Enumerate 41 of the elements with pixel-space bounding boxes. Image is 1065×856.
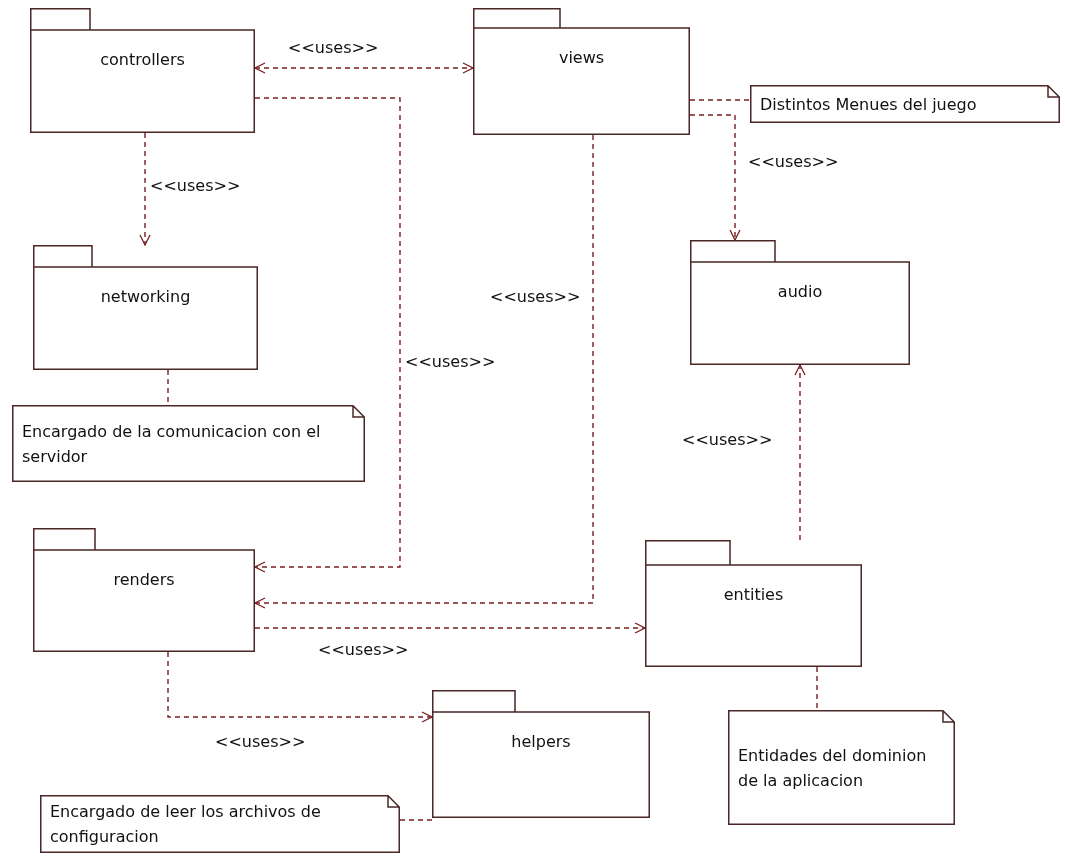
stereotype-label: <<uses>> — [682, 430, 773, 449]
stereotype-label: <<uses>> — [490, 287, 581, 306]
note-text: Entidades del dominion de la aplicacion — [738, 744, 928, 792]
package-folder — [690, 240, 910, 365]
package-name: helpers — [511, 732, 571, 751]
note-text: Encargado de la comunicacion con el servidor — [22, 420, 322, 468]
dependency-arrow — [254, 62, 474, 74]
note-box — [12, 405, 365, 482]
dependency-arrow — [689, 114, 741, 241]
note-box — [750, 85, 1060, 123]
note-box — [728, 710, 955, 825]
package-folder — [30, 8, 255, 133]
note-text: Encargado de leer los archivos de configuracion — [50, 801, 322, 848]
package-folder — [473, 8, 690, 135]
package-folder — [645, 540, 862, 667]
stereotype-label: <<uses>> — [215, 732, 306, 751]
note-connector — [816, 666, 818, 711]
note-connector — [689, 99, 751, 101]
package-name: networking — [100, 287, 191, 306]
dependency-arrow — [139, 132, 151, 246]
dependency-arrow — [254, 134, 594, 609]
note-box — [40, 795, 400, 853]
package-name: views — [558, 48, 605, 67]
stereotype-label: <<uses>> — [748, 152, 839, 171]
note-text: Distintos Menues del juego — [760, 93, 978, 116]
package-name: renders — [113, 570, 175, 589]
package-folder — [432, 690, 650, 818]
dependency-arrow — [794, 364, 806, 541]
dependency-arrow — [254, 97, 401, 573]
stereotype-label: <<uses>> — [150, 176, 241, 195]
dependency-arrow — [254, 622, 646, 634]
package-folder — [33, 245, 258, 370]
dependency-arrow — [167, 651, 433, 723]
package-name: audio — [777, 282, 823, 301]
package-folder — [33, 528, 255, 652]
package-name: controllers — [100, 50, 185, 69]
stereotype-label: <<uses>> — [288, 38, 379, 57]
note-connector — [399, 819, 433, 821]
stereotype-label: <<uses>> — [318, 640, 409, 659]
package-name: entities — [723, 585, 784, 604]
stereotype-label: <<uses>> — [405, 352, 496, 371]
